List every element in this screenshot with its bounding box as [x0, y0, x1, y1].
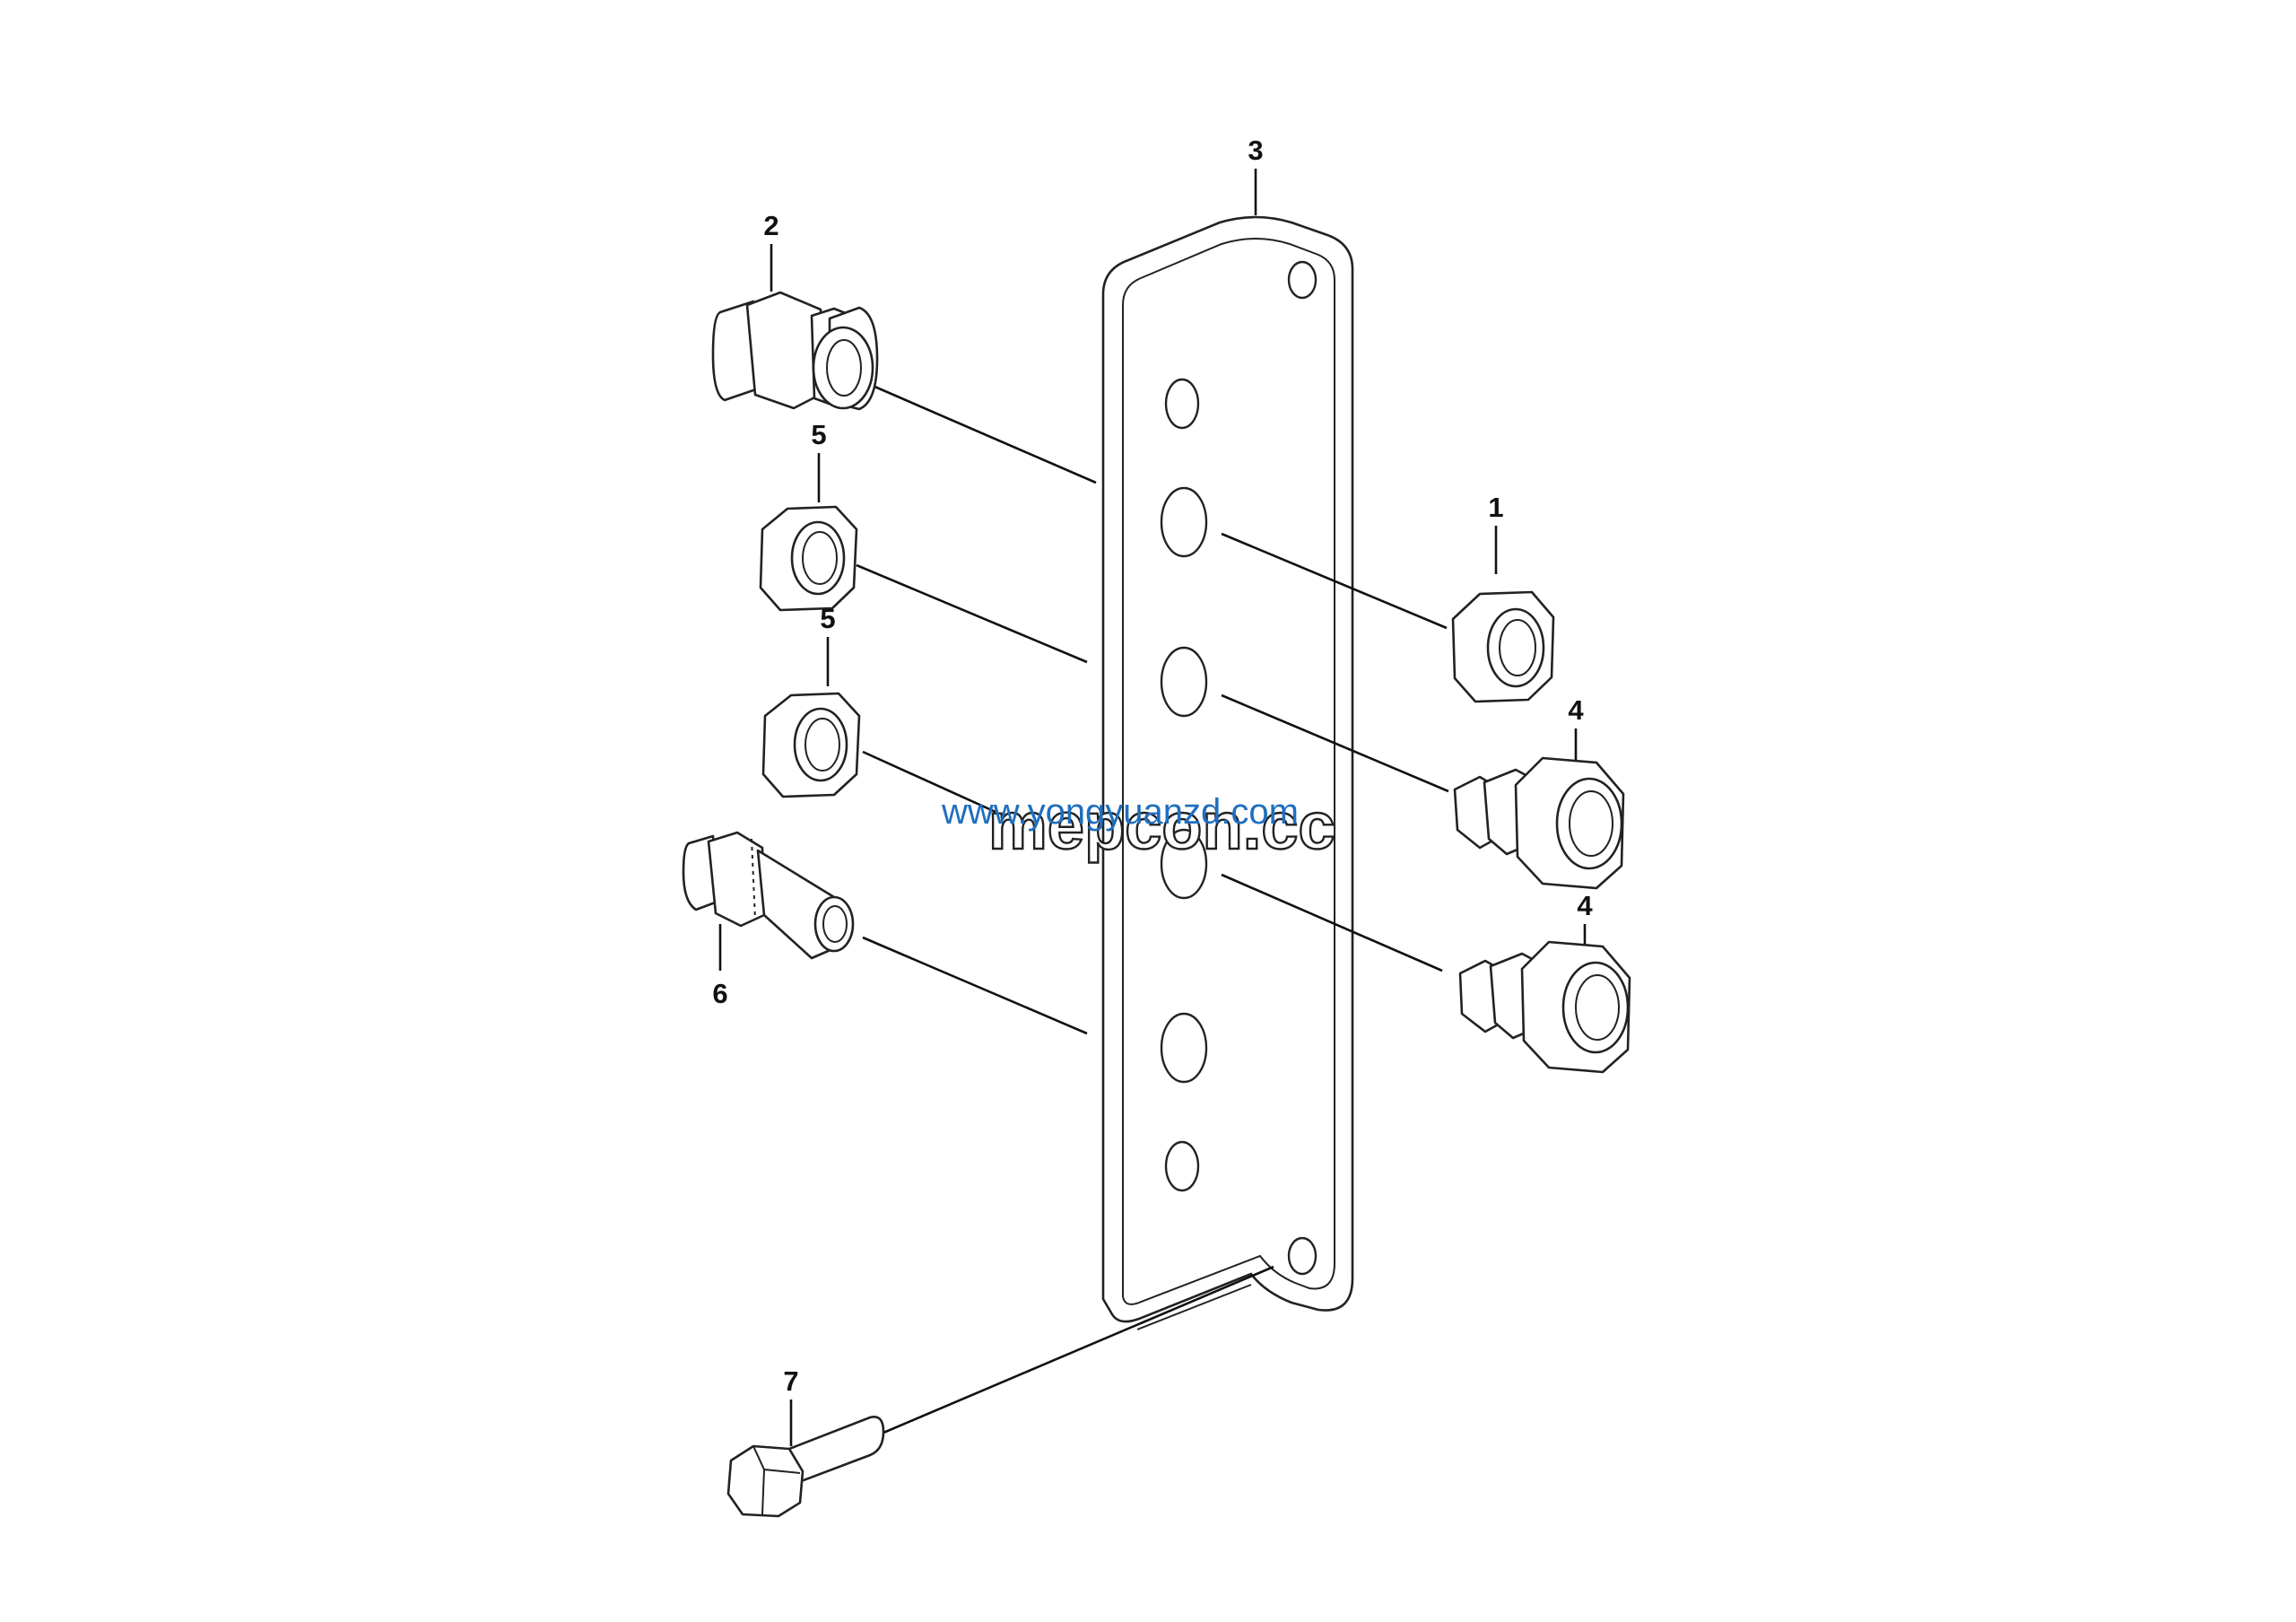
- callout-3: 3: [1248, 135, 1263, 166]
- callout-5-upper: 5: [811, 419, 826, 450]
- callout-4-upper: 4: [1568, 694, 1584, 726]
- hex-nut-part-5-lower: [761, 692, 861, 798]
- leader-lines: [718, 169, 1587, 1446]
- hex-nut-part-5-upper: [759, 505, 858, 612]
- adapter-part-6: [682, 831, 855, 960]
- plate-hole-3: [1160, 646, 1208, 718]
- plate-hole-top: [1287, 260, 1318, 300]
- callout-2: 2: [763, 210, 778, 241]
- callout-1: 1: [1488, 492, 1503, 523]
- plate-hole-2: [1160, 486, 1208, 558]
- bulkhead-union-part-2: [711, 291, 879, 411]
- hex-nut-part-1: [1451, 590, 1555, 703]
- plate-hole-1: [1164, 378, 1200, 430]
- watermarks: mepcon.cc www.yongyuanzd.com: [941, 788, 1336, 864]
- hex-bolt-part-7: [726, 1416, 885, 1518]
- callout-labels: 3 2 5 5 1 4 4 6 7: [712, 135, 1593, 1397]
- plate-hole-bottom: [1287, 1236, 1318, 1276]
- watermark-outline-text: mepcon.cc: [988, 789, 1335, 863]
- callout-7: 7: [783, 1365, 798, 1397]
- callout-5-lower: 5: [820, 603, 835, 634]
- plate-hole-4: [1160, 828, 1208, 900]
- plate-hole-6: [1164, 1140, 1200, 1192]
- callout-6: 6: [712, 978, 727, 1009]
- female-connector-part-4-upper: [1453, 756, 1625, 890]
- female-connector-part-4-lower: [1458, 940, 1631, 1074]
- mounting-plate: [1101, 215, 1354, 1330]
- watermark-blue-text: www.yongyuanzd.com: [941, 792, 1299, 832]
- callout-4-lower: 4: [1577, 890, 1593, 921]
- plate-hole-5: [1160, 1012, 1208, 1084]
